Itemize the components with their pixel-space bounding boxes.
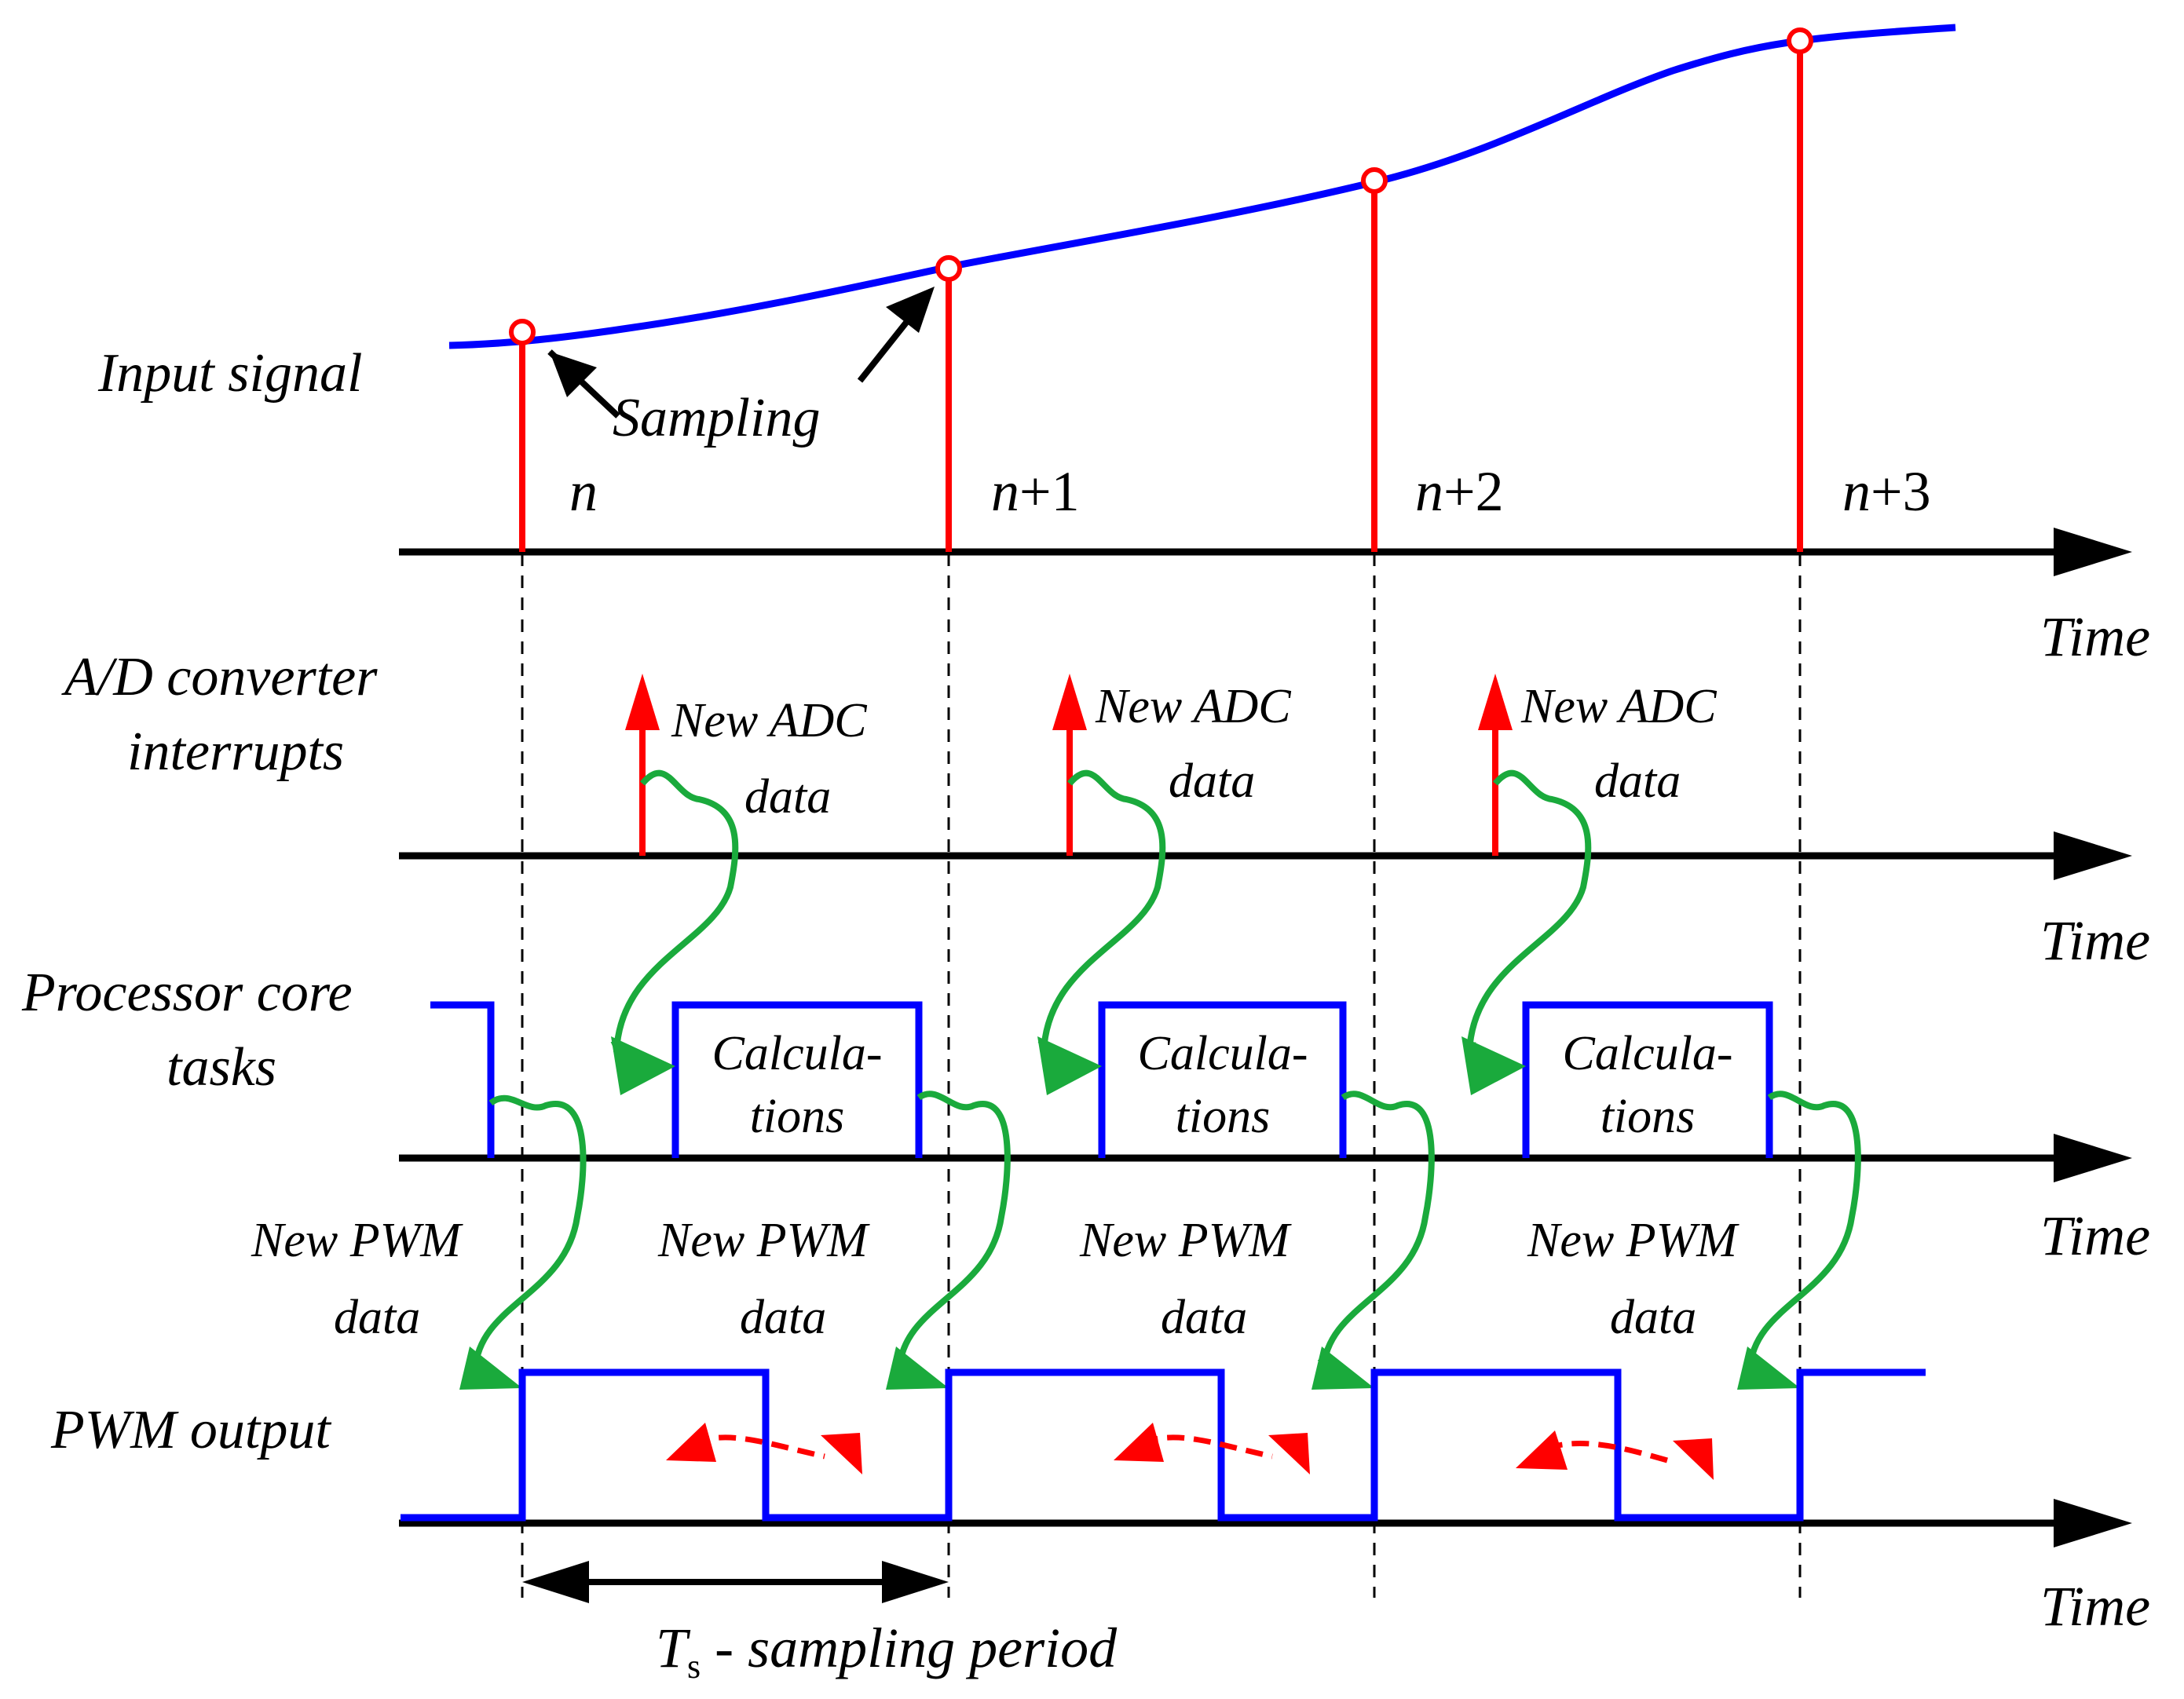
pwm-data-label-2b: data (1161, 1291, 1247, 1344)
sample-point-n2 (1361, 167, 1388, 194)
calc-to-pwm-arrow-3 (1743, 1091, 1861, 1373)
adc-data-label-3b: data (1594, 755, 1681, 808)
pwm-output-label: PWM output (50, 1400, 331, 1460)
sample-index-n: n (569, 460, 598, 523)
duty-arrow-3 (1544, 1440, 1674, 1465)
adc-to-calc-arrow-1 (610, 769, 739, 1055)
adc-label-line1: A/D converter (61, 647, 378, 707)
adc-data-label-1a: New ADC (671, 694, 867, 747)
sample-point-n (509, 319, 536, 345)
pwm-data-label-3b: data (1610, 1291, 1696, 1344)
sample-stems (519, 52, 1803, 552)
calc-to-pwm-arrow-1 (893, 1091, 1011, 1373)
sample-index-n2: n+2 (1415, 460, 1504, 523)
adc-data-label-2a: New ADC (1095, 680, 1291, 733)
calc-to-pwm-arrow-2 (1317, 1091, 1435, 1373)
time-label-1: Time (2040, 605, 2150, 668)
pwm-data-label-1b: data (740, 1291, 826, 1344)
adc-data-label-3a: New ADC (1520, 680, 1717, 733)
calc-to-pwm-arrow-0 (469, 1094, 587, 1373)
period-arrowhead-left (522, 1561, 589, 1603)
adc-interrupt-head-1 (625, 674, 660, 730)
input-signal-label: Input signal (97, 343, 362, 404)
adc-to-calc-arrow-2 (1037, 769, 1166, 1055)
adc-interrupt-head-2 (1052, 674, 1087, 730)
adc-interrupt-head-3 (1478, 674, 1513, 730)
sampling-period-label: Ts - sampling period (656, 1617, 1118, 1686)
axis-arrowhead-adc (2054, 831, 2132, 880)
axis-arrowhead-input (2054, 528, 2132, 576)
sample-points (509, 27, 1813, 345)
calc-label-1a: Calcula- (712, 1027, 883, 1080)
pwm-data-label-1a: New PWM (657, 1214, 870, 1267)
sample-point-n1 (935, 255, 962, 282)
core-label-line1: Processor core (21, 963, 353, 1023)
sample-index-n3: n+3 (1842, 460, 1931, 523)
pwm-data-label-2a: New PWM (1079, 1214, 1292, 1267)
pwm-data-label-0b: data (334, 1291, 420, 1344)
calc-label-1b: tions (750, 1090, 845, 1143)
sample-point-n3 (1787, 27, 1813, 54)
axis-arrowhead-pwm (2054, 1499, 2132, 1547)
core-task-waveform (430, 1001, 1773, 1158)
calc-label-3b: tions (1601, 1090, 1696, 1143)
input-signal-curve (448, 24, 1956, 349)
pwm-data-label-0a: New PWM (251, 1214, 463, 1267)
core-label-line2: tasks (166, 1037, 276, 1098)
time-label-3: Time (2040, 1204, 2150, 1267)
adc-data-label-2b: data (1169, 755, 1255, 808)
pwm-data-label-3a: New PWM (1527, 1214, 1740, 1267)
duty-modulation-arrows (666, 1423, 1714, 1480)
adc-to-calc-arrow-3 (1463, 769, 1592, 1055)
sampling-arrowhead-2 (886, 287, 935, 333)
sampling-period-dimension (522, 1561, 949, 1603)
transfer-arrowheads (459, 1036, 1800, 1390)
calc-label-3a: Calcula- (1563, 1027, 1733, 1080)
time-axes (399, 528, 2132, 1547)
calc-label-2b: tions (1176, 1090, 1271, 1143)
sample-index-n1: n+1 (991, 460, 1080, 523)
period-arrowhead-right (882, 1561, 949, 1603)
time-label-4: Time (2040, 1575, 2150, 1638)
adc-data-label-1b: data (744, 770, 831, 824)
calc-label-2a: Calcula- (1138, 1027, 1308, 1080)
sampling-label: Sampling (613, 388, 820, 448)
axis-arrowhead-core (2054, 1134, 2132, 1182)
adc-label-line2: interrupts (127, 722, 344, 782)
sampling-arrowhead-1 (550, 352, 597, 397)
time-label-2: Time (2040, 909, 2150, 972)
transfer-arrows (469, 769, 1861, 1373)
adc-interrupt-arrows (625, 674, 1513, 856)
